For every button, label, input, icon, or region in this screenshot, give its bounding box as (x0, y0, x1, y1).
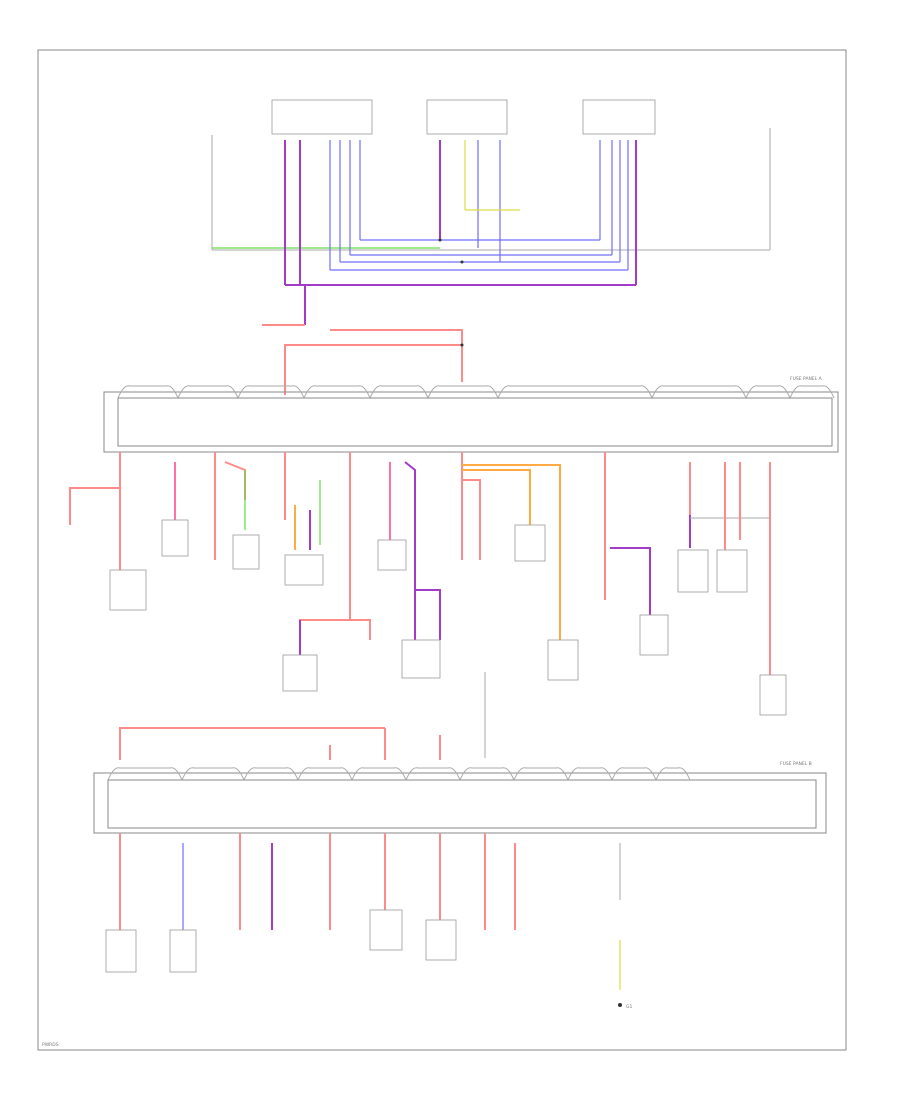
panel-2-branches: G1 (105, 833, 632, 1010)
top-modules (211, 99, 771, 251)
fuse-feed-1 (284, 329, 464, 395)
panel-1-branches (69, 452, 787, 758)
diagram-frame (37, 49, 847, 1051)
fuse-panel-2: FUSE PANEL B (93, 761, 827, 834)
footer-code: PWRDS (42, 1042, 59, 1048)
fuse-panel-1-label: FUSE PANEL A (790, 376, 823, 382)
fuse-panel-2-label: FUSE PANEL B (780, 761, 812, 767)
fuse-panel-1: FUSE PANEL A (103, 376, 839, 453)
top-harness (212, 140, 637, 326)
ground-label: G1 (626, 1004, 632, 1010)
fuse-feed-2 (119, 727, 441, 760)
